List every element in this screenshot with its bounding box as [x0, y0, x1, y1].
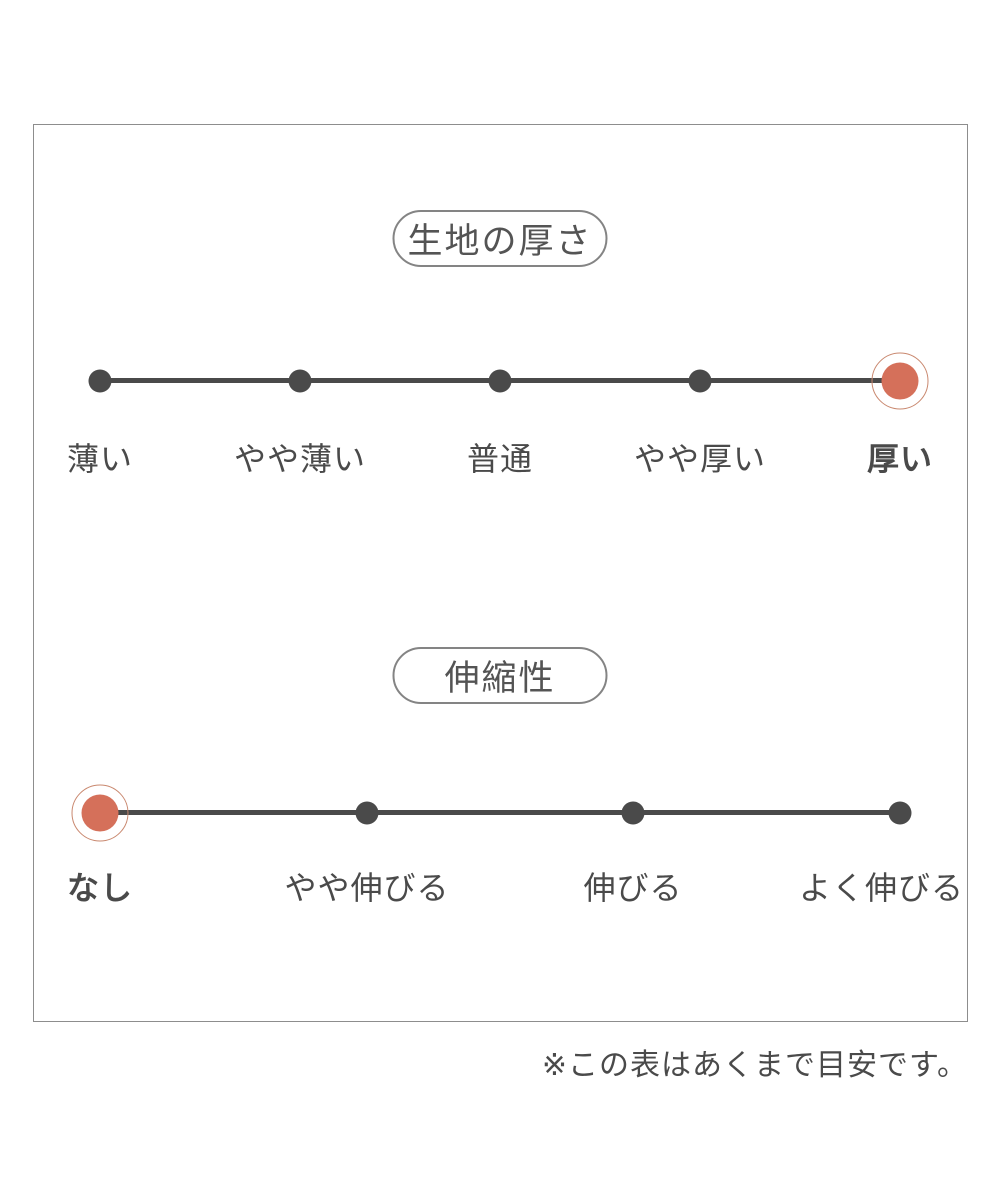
scale-dot: [621, 801, 645, 824]
scale-dot: [688, 369, 712, 392]
scale-dot: [488, 369, 512, 392]
scale-dot: [88, 369, 112, 392]
scale-dot: [288, 369, 312, 392]
scale-title-pill: 伸縮性: [392, 647, 608, 704]
scale-dot: [355, 801, 379, 824]
scale-label-selected: 厚い: [866, 441, 934, 477]
scale-track: [100, 810, 900, 815]
scale-label: 普通: [466, 441, 534, 477]
scale-label: やや薄い: [233, 441, 367, 477]
scale-label: 伸びる: [583, 870, 683, 906]
scale-label: やや厚い: [633, 441, 767, 477]
selected-dot: [81, 794, 119, 831]
selected-dot: [881, 362, 919, 399]
scale-label: やや伸びる: [284, 870, 450, 906]
chart-frame: [33, 124, 968, 1022]
selected-dot-ring: [71, 784, 129, 841]
scale-title: 伸縮性: [444, 659, 556, 698]
scale-label: 薄い: [66, 441, 134, 477]
scale-title-pill: 生地の厚さ: [392, 210, 608, 267]
scale-dot: [888, 801, 912, 824]
scale-label-selected: なし: [66, 870, 134, 906]
scale-label: よく伸びる: [798, 870, 964, 906]
disclaimer-note: ※この表はあくまで目安です。: [541, 1049, 968, 1082]
scale-title: 生地の厚さ: [407, 222, 593, 261]
selected-dot-ring: [871, 352, 929, 409]
